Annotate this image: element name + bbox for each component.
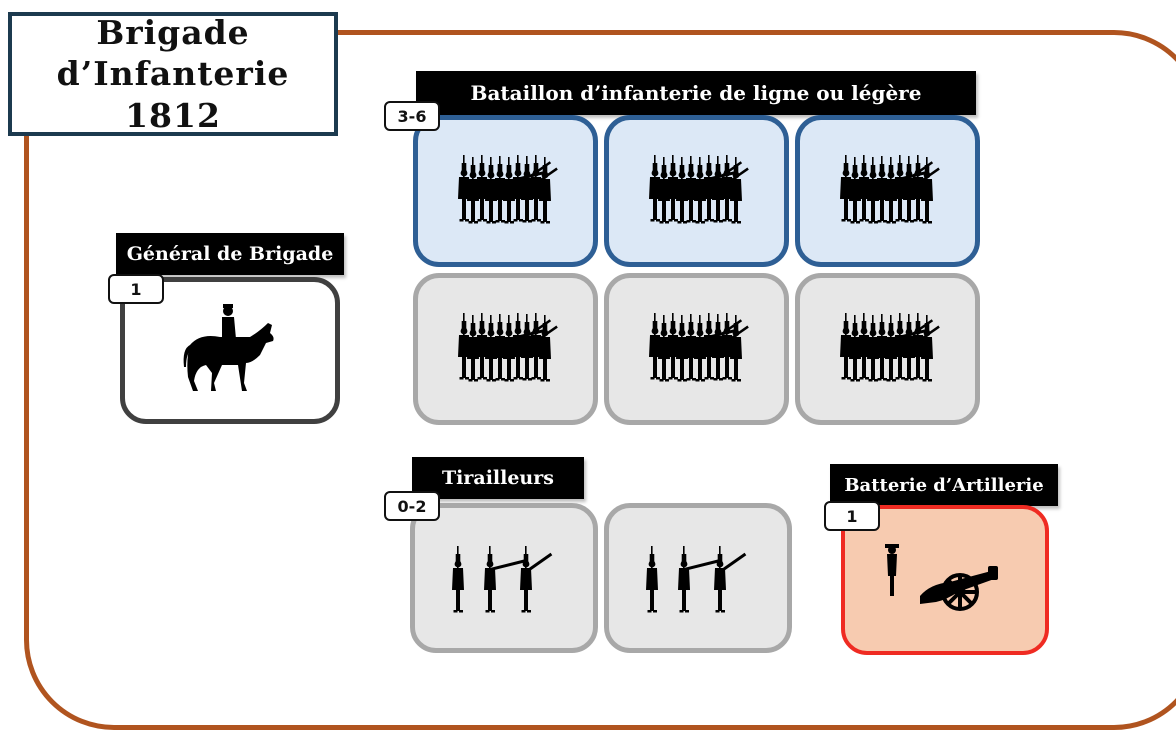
line-infantry-icon	[454, 309, 558, 389]
skirmishers-card-2	[604, 503, 792, 653]
battalion-optional-card-3	[795, 273, 980, 425]
cannon-icon	[885, 544, 998, 611]
general-label: Général de Brigade	[116, 233, 344, 275]
line-infantry-icon	[645, 151, 749, 231]
battalion-required-card-1	[413, 115, 598, 267]
mounted-officer-icon	[183, 304, 274, 391]
line-infantry-icon	[645, 309, 749, 389]
skirmishers-card-1	[410, 503, 598, 653]
line-infantry-icon	[836, 151, 940, 231]
skirmishers-label: Tirailleurs	[412, 457, 584, 499]
skirmishers-count-badge: 0-2	[384, 491, 440, 521]
battalion-optional-card-1	[413, 273, 598, 425]
line-infantry-icon	[454, 151, 558, 231]
artillery-count-badge: 1	[824, 501, 880, 531]
skirmishers-icon	[452, 546, 553, 613]
general-count-badge: 1	[108, 274, 164, 304]
battalion-label: Bataillon d’infanterie de ligne ou légèr…	[416, 71, 976, 115]
line-infantry-icon	[836, 309, 940, 389]
artillery-card	[841, 505, 1049, 655]
page-title: Brigade d’Infanterie 1812	[56, 13, 290, 135]
battalion-required-card-2	[604, 115, 789, 267]
battalion-optional-card-2	[604, 273, 789, 425]
battalion-count-badge: 3-6	[384, 101, 440, 131]
battalion-required-card-3	[795, 115, 980, 267]
artillery-label: Batterie d’Artillerie	[830, 464, 1058, 506]
skirmishers-icon	[646, 546, 747, 613]
title-box: Brigade d’Infanterie 1812	[8, 12, 338, 136]
